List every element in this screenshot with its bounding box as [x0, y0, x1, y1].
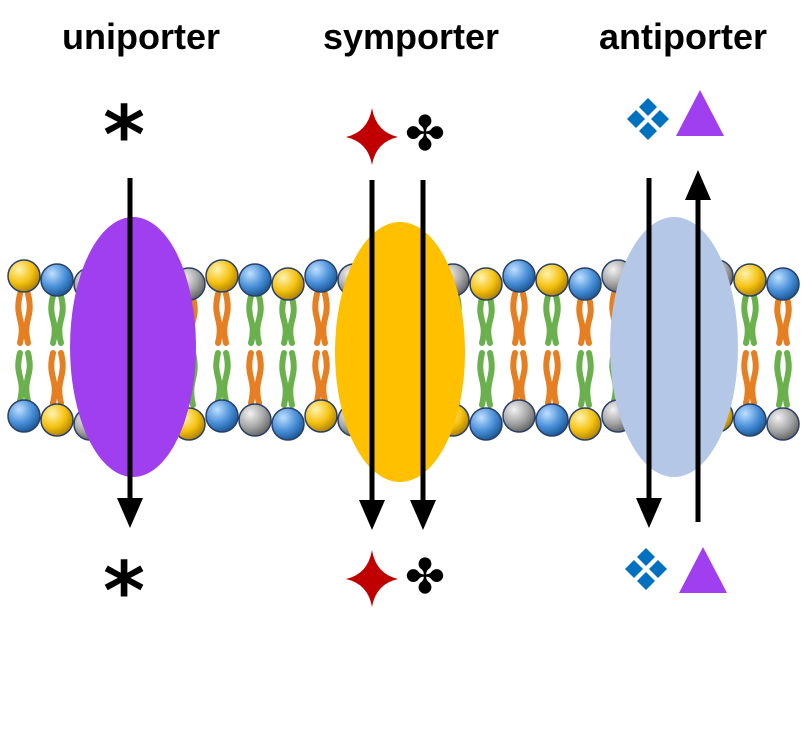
antiporter-arrow-down: [636, 178, 662, 528]
club-cross-bottom-icon: ✤: [404, 549, 446, 605]
symporter-arrow-1: [359, 180, 385, 530]
lipid-tail: [246, 350, 264, 406]
antiporter-heading: antiporter: [598, 16, 767, 57]
lipid-head: [40, 403, 74, 437]
red-star-bottom-icon: [346, 550, 398, 607]
lipid-head: [7, 259, 41, 293]
lipid-head: [502, 399, 536, 433]
lipid-head: [7, 399, 41, 433]
lipid-head: [40, 263, 74, 297]
lipid-head: [535, 263, 569, 297]
lipid-tail: [741, 293, 759, 346]
blue-diamonds-bottom-icon: [625, 548, 667, 590]
lipid-tail: [15, 350, 33, 404]
lipid-head: [304, 399, 338, 433]
lipid-tail: [48, 293, 66, 346]
lipid-head: [733, 263, 767, 297]
lipid-tail: [477, 295, 495, 346]
lipid-head: [733, 403, 767, 437]
lipid-tail: [48, 350, 66, 406]
lipid-head: [766, 407, 800, 441]
antiporter-arrow-up: [685, 170, 711, 522]
lipid-head: [502, 259, 536, 293]
lipid-tail: [510, 350, 528, 404]
lipid-tail: [312, 350, 330, 404]
lipid-head: [205, 399, 239, 433]
purple-triangle-top-icon: [676, 90, 724, 136]
lipid-head: [469, 407, 503, 441]
red-star-top-icon: [346, 108, 398, 165]
uniporter-cargo-top-icon: *: [103, 89, 145, 182]
lipid-tail: [213, 350, 231, 404]
lipid-tail: [279, 295, 297, 346]
symporter-heading: symporter: [322, 16, 500, 57]
uniporter-cargo-bottom-icon: *: [103, 545, 145, 638]
lipid-head: [535, 403, 569, 437]
blue-diamonds-top-icon: [627, 98, 669, 140]
lipid-tail: [510, 291, 528, 346]
lipid-tail: [543, 350, 561, 406]
lipid-tail: [543, 293, 561, 346]
club-cross-top-icon: ✤: [404, 106, 446, 162]
lipid-tail: [213, 291, 231, 346]
lipid-head: [205, 259, 239, 293]
uniporter-arrow: [117, 178, 143, 528]
lipid-tail: [312, 291, 330, 346]
lipid-tail: [279, 350, 297, 408]
lipid-head: [469, 267, 503, 301]
antiporter-protein: [610, 217, 738, 477]
lipid-head: [568, 267, 602, 301]
purple-triangle-bottom-icon: [679, 547, 727, 593]
lipid-tail: [15, 291, 33, 346]
lipid-head: [766, 267, 800, 301]
lipid-head: [238, 403, 272, 437]
lipid-head: [271, 267, 305, 301]
lipid-head: [568, 407, 602, 441]
lipid-tail: [774, 295, 792, 346]
lipid-head: [238, 263, 272, 297]
lipid-tail: [576, 295, 594, 346]
symporter-arrow-2: [410, 180, 436, 530]
uniporter-protein: [70, 217, 196, 477]
symporter-protein: [335, 222, 465, 482]
lipid-tail: [477, 350, 495, 408]
lipid-tail: [774, 350, 792, 408]
lipid-tail: [576, 350, 594, 408]
lipid-tail: [246, 293, 264, 346]
uniporter-heading: uniporter: [62, 16, 220, 57]
lipid-head: [271, 407, 305, 441]
lipid-tail: [741, 350, 759, 406]
lipid-head: [304, 259, 338, 293]
